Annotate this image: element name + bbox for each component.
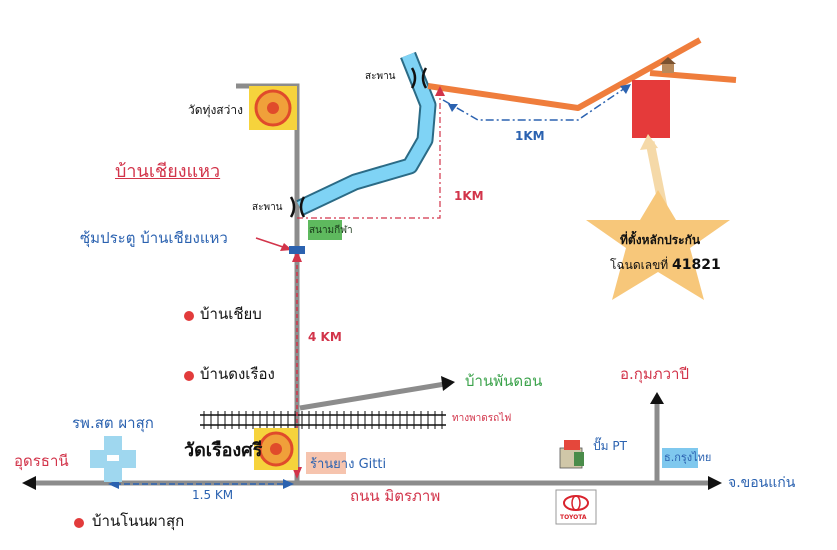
gate-pointer: [255, 237, 287, 249]
gas-station-icon: [559, 440, 584, 469]
arrow-icon-1-5km-right: [283, 479, 294, 489]
label-ban-phan-don: บ้านพันดอน: [465, 372, 543, 390]
toyota-logo-icon: [555, 489, 597, 525]
label-ban-chiang-hwae: บ้านเชียงแหว: [115, 161, 221, 182]
house-icon: [660, 57, 676, 73]
arrow-icon-east: [708, 476, 722, 490]
gitti-shop-box: [306, 452, 346, 474]
krungthai-box: [662, 448, 698, 468]
collateral-plot: [632, 80, 670, 138]
river: [297, 52, 435, 214]
label-hospital: รพ.สต ผาสุก: [72, 414, 154, 432]
label-kumphawapi: อ.กุมภวาปี: [620, 365, 690, 383]
label-ban-dong-rueang: บ้านดงเรือง: [200, 365, 275, 383]
label-wat-thung-sawang: วัดทุ่งสว่าง: [188, 103, 243, 117]
label-gate-arch: ซุ้มประตู บ้านเชียงแหว: [80, 229, 228, 247]
label-star-line1: ที่ตั้งหลักประกัน: [620, 233, 701, 247]
gate-marker: [289, 246, 305, 254]
bridge-left-icon: [289, 196, 306, 218]
label-gitti-shop: ร้านยาง Gitti: [310, 457, 387, 472]
star-marker-icon: [586, 190, 730, 300]
arrow-icon-1km-blue-right: [620, 84, 631, 94]
label-dist-1km-blue: 1KM: [515, 129, 545, 143]
label-bridge-left: สะพาน: [252, 202, 283, 213]
temple-emblem-icon-bottom: [254, 428, 298, 470]
arrow-icon-4km-up: [292, 250, 302, 262]
road-to-ban-phan-don: [299, 381, 446, 411]
arrow-icon-1km-up: [435, 86, 445, 96]
label-dist-1-5km: 1.5 KM: [192, 488, 234, 502]
orange-road-branch: [649, 70, 737, 83]
label-krungthai: ธ.กรุงไทย: [664, 451, 712, 464]
red-dot-icon-dong-rueang: [184, 371, 194, 381]
label-wat-rueang-si: วัดเรืองศรี: [184, 440, 263, 461]
label-mittraphap-road: ถนน มิตรภาพ: [350, 487, 441, 505]
label-star-prefix: โฉนดเลขที่: [610, 258, 669, 272]
label-ban-chiap: บ้านเชียบ: [200, 305, 262, 323]
red-dot-icon-chiap: [184, 311, 194, 321]
arrow-icon-west: [22, 476, 36, 490]
red-dot-icon-non-pha-suk: [74, 518, 84, 528]
label-khon-kaen: จ.ขอนแก่น: [728, 475, 796, 491]
orange-road: [427, 37, 702, 111]
label-star-number: 41821: [672, 257, 721, 273]
label-dist-1km-vertical: 1KM: [454, 189, 484, 203]
label-pt-station: ปั๊ม PT: [593, 439, 627, 453]
stadium-box: [308, 220, 342, 240]
label-railway: ทางพาดรถไฟ: [452, 413, 512, 424]
arrow-icon-phan-don: [441, 376, 455, 391]
label-ban-non-pha-suk: บ้านโนนผาสุก: [92, 512, 185, 530]
temple-emblem-icon-top: [249, 86, 297, 130]
arrow-icon-kumphawapi: [650, 392, 664, 404]
dist-1km-path: [297, 92, 441, 219]
star-pointer-head: [640, 134, 658, 150]
hospital-cross-icon: [90, 436, 136, 482]
railway-track: [200, 411, 446, 429]
label-stadium: สนามกีฬา: [309, 225, 353, 236]
label-bridge-top: สะพาน: [365, 71, 396, 82]
bridge-top-icon: [410, 67, 428, 89]
label-udon-thani: อุดรธานี: [14, 452, 69, 470]
arrow-icon-1km-blue-left: [448, 104, 458, 112]
label-toyota: TOYOTA: [560, 514, 587, 521]
dist-1km-blue-path: [442, 85, 629, 121]
label-star-line2: โฉนดเลขที่ 41821: [610, 258, 721, 272]
label-dist-4km: 4 KM: [308, 330, 342, 344]
